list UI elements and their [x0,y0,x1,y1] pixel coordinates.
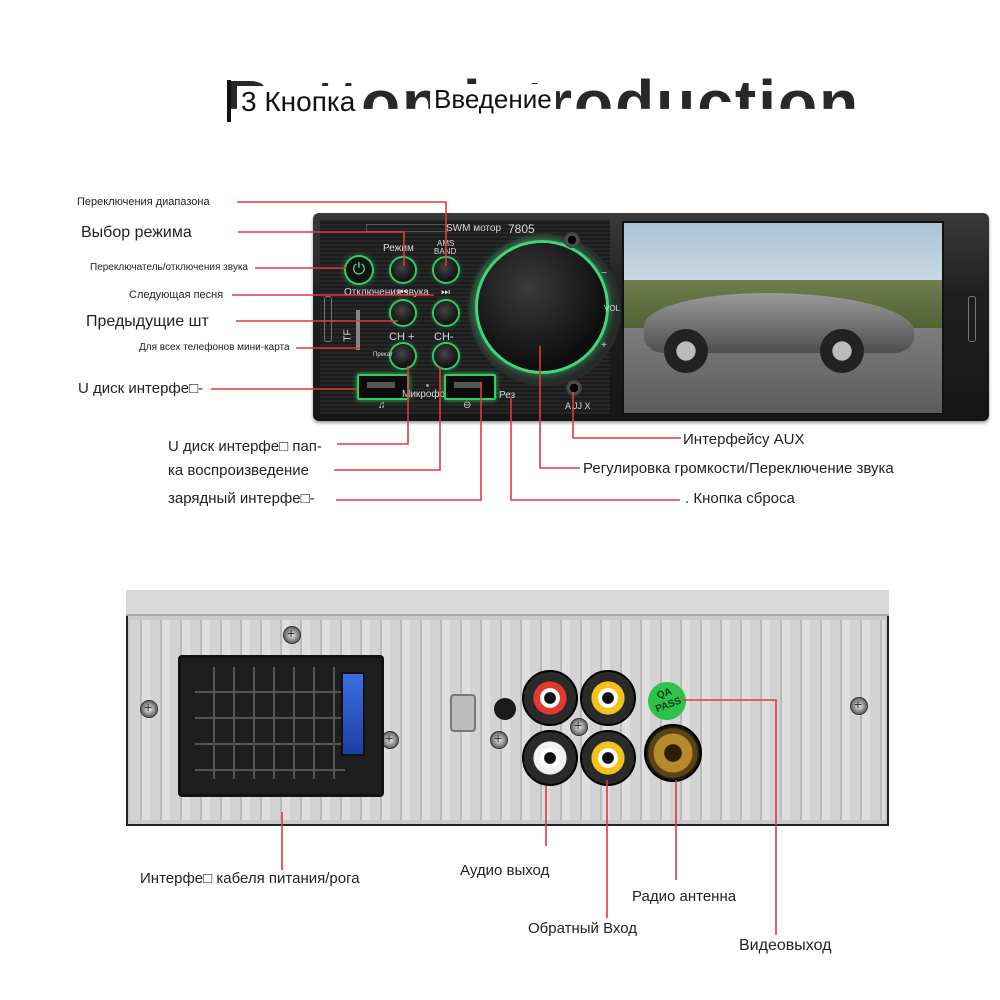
label-aux: Интерфейсу AUX [681,431,807,448]
ch-minus-label: CH- [434,331,454,343]
label-audio-out: Аудио выход [458,862,552,879]
video-out-jack[interactable] [580,670,636,726]
label-volume: Регулировка громкости/Переключение звука [581,460,896,477]
music-icon: ♫ [378,400,386,411]
disc-slot [366,224,448,232]
tf-slot-label: TF [342,329,354,342]
label-prev-song: Предыдущие шт [86,313,209,330]
label-radio-antenna: Радио антенна [630,888,739,905]
volume-knob[interactable] [478,243,606,371]
next-icon: ⏭ [441,287,450,298]
title-cursor-bar [227,80,231,122]
display-screen [622,221,944,415]
screw-right-icon [850,696,868,715]
reset-label: Рез [499,390,516,401]
mic-hole [426,384,429,387]
aux-jack[interactable] [566,380,582,396]
label-usb-folder-line1: U диск интерфе□ пап- [166,438,324,455]
label-usb-interface: U диск интерфе□- [76,380,206,397]
screw-top-icon [283,625,301,644]
mounting-hole [494,698,516,720]
mode-button-label: Режим [383,243,414,254]
screw-center-icon [490,730,508,749]
mute-label: Отключения звука [344,287,429,298]
label-tf-card: Для всех телефонов мини-карта [139,342,290,353]
right-slot [968,296,976,342]
aux-jack-label: A JJ X [565,401,591,411]
back-panel-top-edge [126,590,889,616]
car-rear-wheel [820,329,864,373]
brand-label: SWM мотор [446,223,502,234]
page-title: 3 Кнопка [237,86,360,118]
prev-icon: ⏮ [398,287,407,298]
usb-port-right[interactable] [444,374,496,400]
label-next-song: Следующая песня [129,289,224,301]
model-label: 7805 [508,222,535,236]
label-usb-folder-line2: ка воспроизведение [166,462,312,479]
label-charging: зарядный интерфе□- [166,490,317,507]
left-slot [324,296,332,342]
label-reset: . Кнопка сброса [683,490,797,507]
mounting-slot [450,694,476,732]
label-video-out: Видеовыход [739,937,832,954]
vol-plus-label: + [601,340,607,351]
car-front-wheel [664,329,708,373]
mode-button[interactable] [391,258,415,282]
label-mute-switch: Переключатель/отключения звука [90,262,248,273]
ams-band-button[interactable] [434,258,458,282]
ir-sensor [564,232,580,248]
label-power-harness: Интерфе□ кабеля питания/рога [138,870,362,887]
ch-plus-label: CH + [389,331,415,343]
charge-icon: ⊖ [463,400,472,411]
ch-plus-button[interactable] [391,344,415,368]
label-band-switch: Переключения диапазона [77,196,210,208]
ch-plus-sub-label: Прекат [373,352,393,358]
audio-out-white-jack[interactable] [522,730,578,786]
label-reverse-in: Обратный Вход [526,920,640,937]
vol-minus-label: − [601,268,607,279]
fuse-icon [341,672,365,756]
audio-out-red-jack[interactable] [522,670,578,726]
radio-antenna-jack[interactable] [644,724,702,782]
page-subtitle: Введение [430,84,556,115]
ch-minus-button[interactable] [434,344,458,368]
power-button[interactable]: ⏻ [346,257,372,283]
harness-pins [195,667,345,779]
screw-left-icon [140,699,158,718]
band-label: BAND [434,247,457,256]
screw-rca-icon [570,717,588,736]
vol-label: VOL [604,304,621,313]
tf-card-slot[interactable] [356,310,360,350]
reverse-in-jack[interactable] [580,730,636,786]
next-button[interactable] [434,301,458,325]
label-mode-select: Выбор режима [81,224,192,241]
prev-button[interactable] [391,301,415,325]
